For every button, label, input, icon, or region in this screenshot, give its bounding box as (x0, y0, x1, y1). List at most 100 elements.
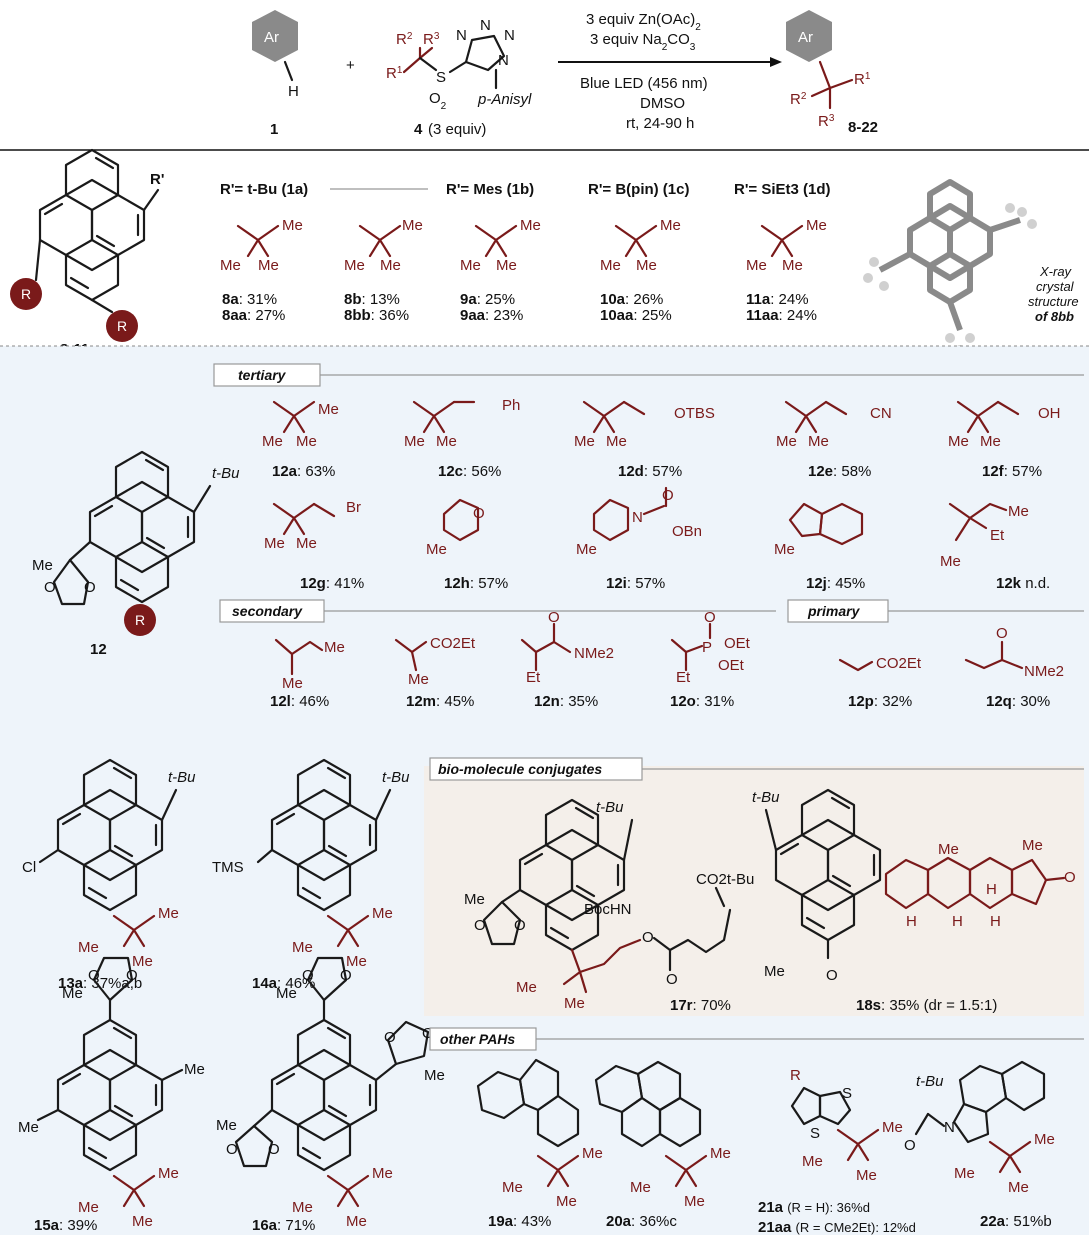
svg-text:OBn: OBn (672, 523, 702, 540)
svg-text:Me: Me (78, 1199, 99, 1216)
svg-text:O: O (226, 1141, 238, 1158)
svg-text:22a: 51%b: 22a: 51%b (980, 1213, 1052, 1230)
svg-text:12c: 56%: 12c: 56% (438, 463, 501, 480)
compound-17r: t-Bu Me O O Me Me O O BocHN CO2t-Bu 17r:… (464, 798, 754, 1014)
svg-text:H: H (990, 913, 1001, 930)
svg-text:Me: Me (402, 217, 423, 234)
svg-text:NMe2: NMe2 (1024, 663, 1064, 680)
yield-9a: 9a: 25%9aa: 23% (460, 291, 523, 324)
svg-text:O: O (662, 487, 674, 504)
svg-text:8bb: 36%: 8bb: 36% (344, 307, 409, 324)
r1-label: R1 (386, 65, 403, 83)
core12-label: 12 (90, 641, 107, 658)
svg-text:t-Bu: t-Bu (752, 789, 780, 806)
section-tertiary: tertiary (213, 363, 1084, 387)
svg-text:Me: Me (516, 979, 537, 996)
svg-text:Me: Me (464, 891, 485, 908)
svg-text:O: O (666, 971, 678, 988)
r-label-1: R (21, 286, 31, 302)
svg-text:Me: Me (496, 257, 517, 274)
svg-text:21aa (R = CMe2Et): 12%d: 21aa (R = CMe2Et): 12%d (758, 1219, 916, 1235)
r-circle-icon-2 (106, 310, 138, 342)
svg-text:Me: Me (184, 1061, 205, 1078)
svg-text:Me: Me (948, 433, 969, 450)
svg-text:9a: 25%: 9a: 25% (460, 291, 515, 308)
svg-text:Me: Me (630, 1179, 651, 1196)
svg-text:Me: Me (262, 433, 283, 450)
svg-text:O: O (44, 579, 56, 596)
product-ar-label: Ar (798, 29, 813, 46)
svg-text:8b: 13%: 8b: 13% (344, 291, 400, 308)
r3-label: R3 (423, 31, 440, 49)
xray-structure-image: X-ray crystal structure of 8bb (863, 179, 1079, 355)
plus-sign: + (346, 57, 355, 74)
section-pahs: other PAHs (429, 1027, 1084, 1051)
bio-panel (424, 766, 1084, 1016)
svg-text:S: S (810, 1125, 820, 1142)
svg-text:Me: Me (806, 217, 827, 234)
svg-text:t-Bu: t-Bu (916, 1073, 944, 1090)
svg-text:CO2Et: CO2Et (430, 635, 476, 652)
svg-text:8aa: 27%: 8aa: 27% (222, 307, 285, 324)
svg-text:O: O (126, 967, 138, 984)
svg-text:12a: 63%: 12a: 63% (272, 463, 335, 480)
svg-text:12j: 45%: 12j: 45% (806, 575, 865, 592)
yield-11a: 11a: 24%11aa: 24% (746, 291, 817, 324)
header-1d: R'= SiEt3 (1d) (734, 181, 831, 198)
primary-label: primary (807, 603, 861, 619)
core12-r-circle-icon (124, 604, 156, 636)
svg-text:O: O (826, 967, 838, 984)
svg-text:Br: Br (346, 499, 361, 516)
condition-led: Blue LED (456 nm) (580, 75, 708, 92)
svg-text:Me: Me (282, 675, 303, 692)
svg-text:12m: 45%: 12m: 45% (406, 693, 474, 710)
pahs-label: other PAHs (440, 1031, 515, 1047)
arene-hexagon-icon (252, 10, 298, 62)
svg-text:P: P (702, 639, 712, 656)
svg-text:14a: 46%: 14a: 46% (252, 975, 315, 992)
svg-text:CN: CN (870, 405, 892, 422)
svg-text:8a: 31%: 8a: 31% (222, 291, 277, 308)
svg-text:Me: Me (436, 433, 457, 450)
secondary-label: secondary (232, 603, 303, 619)
svg-text:H: H (906, 913, 917, 930)
svg-text:Me: Me (158, 905, 179, 922)
svg-text:16a: 71%: 16a: 71% (252, 1217, 315, 1234)
core12-r-label: R (135, 612, 145, 628)
svg-text:11aa: 24%: 11aa: 24% (746, 307, 817, 324)
svg-text:Me: Me (276, 985, 297, 1002)
svg-text:10a: 26%: 10a: 26% (600, 291, 663, 308)
svg-text:13a: 37%a,b: 13a: 37%a,b (58, 975, 142, 992)
header-1b: R'= Mes (1b) (446, 181, 534, 198)
sulfur-label: S (436, 69, 446, 86)
svg-text:Me: Me (938, 841, 959, 858)
svg-text:12i: 57%: 12i: 57% (606, 575, 665, 592)
svg-text:Me: Me (380, 257, 401, 274)
svg-text:t-Bu: t-Bu (168, 769, 196, 786)
svg-text:Me: Me (258, 257, 279, 274)
so2-label: O2 (429, 90, 447, 112)
svg-text:H: H (986, 881, 997, 898)
svg-text:Me: Me (346, 1213, 367, 1230)
compound-18s: t-Bu Me O O Me Me H H H H 18s: 35% (dr =… (752, 788, 1076, 1014)
svg-text:Me: Me (882, 1119, 903, 1136)
n-label-2: N (480, 17, 491, 34)
svg-text:Me: Me (292, 1199, 313, 1216)
n-label-1: N (456, 27, 467, 44)
product-label: 8-22 (848, 119, 878, 136)
svg-text:18s: 35% (dr = 1.5:1): 18s: 35% (dr = 1.5:1) (856, 997, 997, 1014)
yield-8b: 8b: 13%8bb: 36% (344, 291, 409, 324)
svg-text:12p: 32%: 12p: 32% (848, 693, 912, 710)
svg-text:t-Bu: t-Bu (382, 769, 410, 786)
svg-text:Me: Me (372, 1165, 393, 1182)
svg-text:O: O (474, 917, 486, 934)
n-label-4: N (498, 52, 509, 69)
svg-text:12q: 30%: 12q: 30% (986, 693, 1050, 710)
svg-text:12e: 58%: 12e: 58% (808, 463, 871, 480)
svg-text:Me: Me (660, 217, 681, 234)
